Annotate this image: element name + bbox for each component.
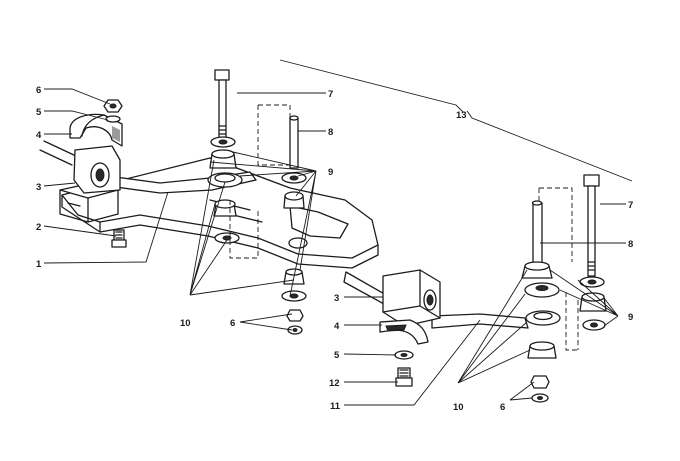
callout-6: 6 bbox=[36, 85, 41, 96]
right-stabilizer-bar bbox=[343, 271, 529, 329]
callout-11: 11 bbox=[330, 401, 341, 412]
callout-7: 7 bbox=[628, 200, 633, 211]
left-link-stem bbox=[289, 115, 299, 169]
right-long-bolt bbox=[583, 174, 600, 277]
left-stem-stack bbox=[281, 172, 307, 302]
callout-6: 6 bbox=[500, 402, 505, 413]
right-bushing bbox=[382, 269, 441, 327]
callout-10: 10 bbox=[453, 402, 464, 413]
callout-6: 6 bbox=[230, 318, 235, 329]
left-lower-nut-washer bbox=[286, 309, 304, 335]
left-bolt-2 bbox=[111, 229, 127, 248]
callout-8: 8 bbox=[628, 239, 633, 250]
left-clamp bbox=[69, 113, 123, 147]
callout-12: 12 bbox=[329, 378, 340, 389]
left-long-bolt bbox=[214, 69, 230, 139]
callout-2: 2 bbox=[36, 222, 41, 233]
callout-5: 5 bbox=[334, 350, 340, 361]
callout-7: 7 bbox=[328, 89, 333, 100]
right-link-stem bbox=[531, 200, 543, 268]
right-stem-stack bbox=[521, 261, 561, 403]
right-bolt-12 bbox=[395, 367, 413, 387]
callout-numbers: 6 5 4 3 2 1 7 8 9 10 6 13 7 8 9 3 4 5 12… bbox=[36, 85, 633, 413]
left-alignment-lines bbox=[229, 104, 291, 259]
callout-8: 8 bbox=[328, 127, 333, 138]
callout-5: 5 bbox=[36, 107, 42, 118]
callout-4: 4 bbox=[334, 321, 340, 332]
callout-9: 9 bbox=[328, 167, 333, 178]
callout-3: 3 bbox=[36, 182, 41, 193]
callout-4: 4 bbox=[36, 130, 42, 141]
left-bushing bbox=[73, 145, 121, 194]
left-nut-washer bbox=[103, 99, 123, 123]
callout-1: 1 bbox=[36, 259, 42, 270]
right-alignment-lines bbox=[538, 187, 579, 351]
callout-13: 13 bbox=[456, 110, 467, 121]
callout-9: 9 bbox=[628, 312, 633, 323]
leader-lines bbox=[43, 59, 633, 406]
right-washer bbox=[394, 350, 414, 360]
right-clamp bbox=[379, 319, 429, 345]
callout-3: 3 bbox=[334, 293, 339, 304]
callout-10: 10 bbox=[180, 318, 191, 329]
